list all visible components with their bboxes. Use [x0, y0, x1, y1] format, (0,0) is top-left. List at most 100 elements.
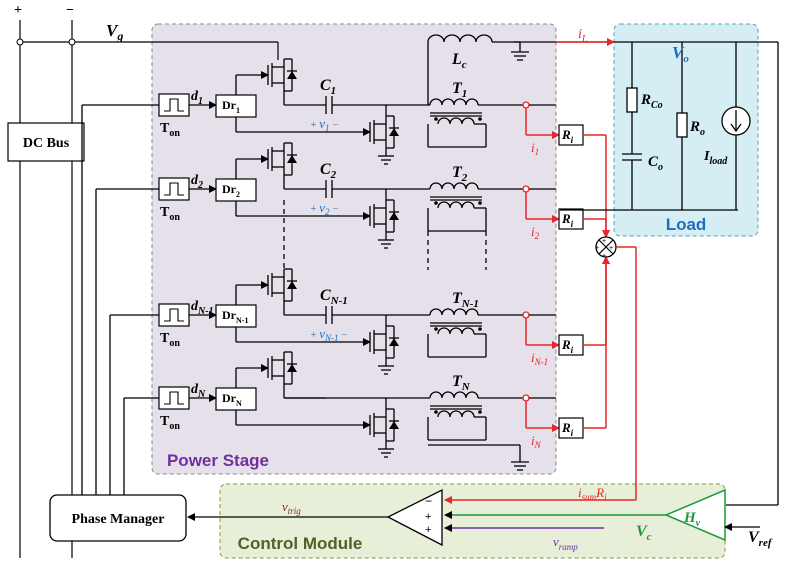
vo-label: Vo — [672, 43, 689, 65]
transformer-secondary — [437, 410, 475, 418]
transformer-primary — [429, 98, 479, 106]
hv-label: Hv — [683, 510, 701, 529]
polarity-dot — [434, 201, 438, 205]
phase-current-label: i2 — [531, 224, 540, 241]
ton-block — [158, 177, 190, 201]
body-diode — [287, 281, 297, 289]
body-diode — [389, 338, 399, 346]
ro-resistor — [676, 112, 688, 138]
current-source-arrowhead — [730, 123, 742, 133]
duty-label: dN — [191, 382, 206, 400]
sum-output-wire — [444, 246, 637, 504]
transformer-secondary — [437, 201, 475, 209]
co-label: Co — [648, 154, 663, 173]
lc-label: Lc — [451, 51, 467, 71]
ro-label: Ro — [689, 119, 705, 138]
phase-current-label: iN — [531, 433, 542, 450]
transformer-label: TN-1 — [452, 290, 479, 310]
body-diode — [389, 128, 399, 136]
transformer-label: T2 — [452, 164, 468, 184]
sense-resistor-label: Ri — [561, 211, 574, 229]
ton-label: Ton — [160, 205, 180, 223]
svg-text:+: + — [602, 253, 606, 260]
svg-text:+: + — [595, 245, 599, 252]
control-module-title: Control Module — [238, 534, 363, 553]
pulse-icon — [164, 308, 184, 322]
pulse-icon — [164, 391, 184, 405]
comparator — [386, 488, 443, 547]
cap-label: C2 — [320, 161, 337, 181]
rco-resistor — [626, 87, 638, 113]
bottom-ground — [428, 444, 529, 471]
dc-bus-label: DC Bus — [23, 136, 70, 151]
comparator-minus: − — [425, 494, 432, 508]
isum-ri-label: isumRi — [578, 485, 607, 502]
svg-text:+: + — [609, 245, 613, 252]
power-stage-region — [151, 23, 557, 475]
ton-label: Ton — [160, 331, 180, 349]
ton-label: Ton — [160, 121, 180, 139]
transformer-primary — [429, 391, 479, 399]
svg-text:+: + — [602, 238, 606, 245]
body-diode — [389, 212, 399, 220]
vc-label: Vc — [636, 523, 652, 543]
phase-manager-box — [49, 494, 187, 542]
polarity-dot — [434, 410, 438, 414]
ton-label: Ton — [160, 414, 180, 432]
ton-block — [158, 386, 190, 410]
ton-block — [158, 303, 190, 327]
load-title: Load — [666, 215, 707, 234]
dc-bus-rails — [19, 20, 614, 558]
sense-node — [522, 394, 530, 402]
polarity-dot — [478, 327, 482, 331]
polarity-dot — [434, 327, 438, 331]
transformer-secondary — [437, 327, 475, 335]
sense-resistor-label: Ri — [561, 420, 574, 438]
sense-node — [522, 185, 530, 193]
lc-inductor — [427, 34, 529, 75]
vtrig-label: vtrig — [282, 499, 301, 516]
mosfet — [267, 142, 297, 176]
vg-label: Vg — [106, 21, 123, 43]
dc-bus-box — [7, 122, 85, 162]
polarity-dot — [434, 117, 438, 121]
cap-voltage-label: + v1 − — [310, 116, 339, 133]
driver-label: DrN-1 — [222, 308, 248, 325]
transformer-label: T1 — [452, 80, 467, 100]
bus-node — [68, 38, 76, 46]
iload-label: Iload — [703, 149, 728, 167]
cap-voltage-label: + v2 − — [310, 200, 339, 217]
mosfet — [369, 199, 399, 233]
comparator-plus: + — [425, 524, 431, 536]
pulse-icon — [164, 98, 184, 112]
load-circuit — [560, 41, 779, 506]
polarity-dot — [478, 117, 482, 121]
power-stage-title: Power Stage — [167, 451, 269, 470]
plus-terminal-label: + — [14, 3, 22, 18]
il-label: iL — [578, 27, 588, 45]
comparator-plus: + — [425, 511, 431, 523]
mosfet — [267, 268, 297, 302]
summing-junction: + + + + — [595, 236, 617, 260]
sense-node — [522, 101, 530, 109]
cap-voltage-label: + vN-1 − — [310, 326, 348, 343]
phase-current-label: i1 — [531, 140, 539, 157]
mosfet — [369, 325, 399, 359]
driver-label: Dr1 — [222, 98, 240, 115]
mosfet — [267, 58, 297, 92]
bus-node — [16, 38, 24, 46]
duty-label: d2 — [191, 173, 203, 191]
mosfet — [369, 115, 399, 149]
driver-label: Dr2 — [222, 182, 240, 199]
sense-resistor-label: Ri — [561, 127, 574, 145]
body-diode — [287, 364, 297, 372]
ton-block — [158, 93, 190, 117]
mosfet — [369, 408, 399, 442]
body-diode — [287, 71, 297, 79]
